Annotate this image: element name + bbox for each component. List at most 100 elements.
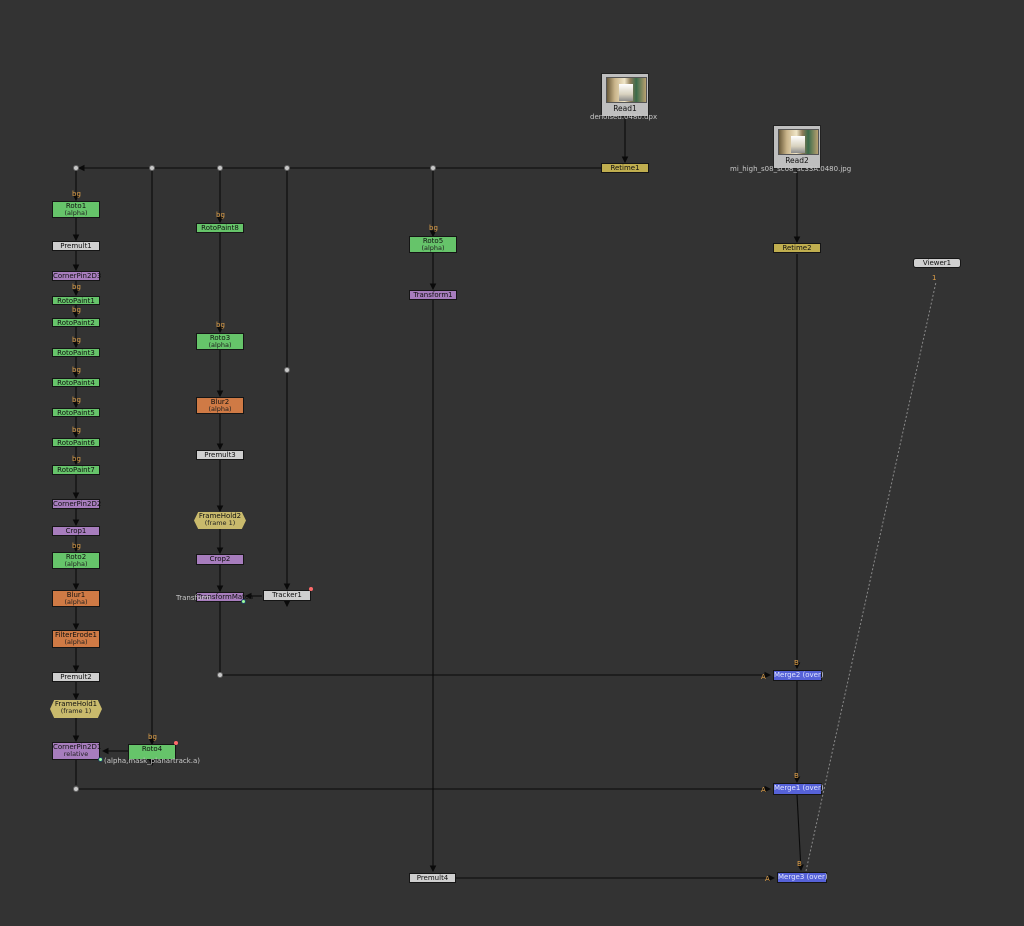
read2-file-label: mi_high_s08_sc08_sc33A.0480.jpg: [730, 165, 852, 173]
merge1-label: Merge1 (over): [774, 784, 824, 792]
premult3-label: Premult3: [204, 451, 236, 459]
premult3-node[interactable]: Premult3: [196, 450, 244, 460]
cornerpin2d2-label: CornerPin2D2: [53, 500, 102, 508]
merge1-node[interactable]: Merge1 (over): [773, 783, 824, 795]
cornerpin2d2-node[interactable]: CornerPin2D2: [52, 499, 102, 509]
premult1-node[interactable]: Premult1: [52, 241, 100, 251]
dot-node[interactable]: [217, 165, 223, 171]
dot-node[interactable]: [284, 367, 290, 373]
crop1-label: Crop1: [65, 527, 87, 535]
roto1-sublabel: (alpha): [64, 209, 88, 217]
dot-node[interactable]: [73, 165, 79, 171]
roto2-label: Roto2: [65, 553, 87, 561]
premult4-node[interactable]: Premult4: [409, 873, 456, 883]
rotopaint5-node[interactable]: RotoPaint5: [52, 408, 100, 417]
tracker1-label: Tracker1: [272, 591, 302, 599]
bg-input-label: bg: [72, 455, 81, 463]
rotopaint4-label: RotoPaint4: [57, 379, 95, 387]
transform1-label: Transform1: [413, 291, 453, 299]
bg-input-label: bg: [216, 211, 225, 219]
rotopaint7-label: RotoPaint7: [57, 466, 95, 474]
rotopaint2-node[interactable]: RotoPaint2: [52, 318, 100, 327]
filtererode1-sublabel: (alpha): [64, 638, 88, 646]
viewer1-input-label: 1: [932, 274, 937, 282]
dot-node[interactable]: [149, 165, 155, 171]
merge3-label: Merge3 (over): [778, 873, 828, 881]
dot-node[interactable]: [284, 165, 290, 171]
framehold2-node[interactable]: FrameHold2(frame 1): [194, 512, 246, 529]
retime1-label: Retime1: [610, 164, 640, 172]
bg-input-label: bg: [72, 426, 81, 434]
bg-input-label: bg: [72, 306, 81, 314]
framehold1-label: FrameHold1: [54, 700, 98, 708]
blur2-label: Blur2: [210, 398, 230, 406]
premult4-label: Premult4: [416, 874, 449, 882]
rotopaint5-label: RotoPaint5: [57, 409, 95, 417]
roto3-label: Roto3: [209, 334, 231, 342]
dot-node[interactable]: [430, 165, 436, 171]
blur1-label: Blur1: [66, 591, 86, 599]
bg-input-label: bg: [72, 190, 81, 198]
read1-file-label: denoised.0480.dpx: [590, 113, 658, 121]
merge2-node[interactable]: Merge2 (over): [773, 670, 824, 681]
premult2-node[interactable]: Premult2: [52, 672, 100, 682]
read2-node[interactable]: Read2: [773, 125, 821, 169]
roto5-sublabel: (alpha): [421, 244, 445, 252]
crop1-node[interactable]: Crop1: [52, 526, 100, 536]
cornerpin2d3-label: CornerPin2D3: [53, 272, 102, 280]
rotopaint1-label: RotoPaint1: [57, 297, 95, 305]
rotopaint2-label: RotoPaint2: [57, 319, 95, 327]
roto2-node[interactable]: Roto2(alpha): [52, 552, 100, 569]
merge1-input-a-label: A: [761, 786, 766, 794]
blur1-node[interactable]: Blur1(alpha): [52, 590, 100, 607]
blur1-sublabel: (alpha): [64, 598, 88, 606]
tracker1-indicator: [309, 587, 313, 591]
bg-input-label: bg: [216, 321, 225, 329]
mask-input-pin[interactable]: [98, 757, 103, 762]
rotopaint1-node[interactable]: RotoPaint1: [52, 296, 100, 305]
rotopaint6-node[interactable]: RotoPaint6: [52, 438, 100, 447]
bg-input-label: bg: [72, 283, 81, 291]
framehold1-sublabel: (frame 1): [60, 707, 92, 715]
transform1-node[interactable]: Transform1: [409, 290, 457, 300]
premult2-label: Premult2: [60, 673, 92, 681]
dot-node[interactable]: [73, 786, 79, 792]
transformmatch-node[interactable]: TransformMatch: [196, 592, 253, 602]
blur2-node[interactable]: Blur2(alpha): [196, 397, 244, 414]
dot-node[interactable]: [217, 672, 223, 678]
retime1-node[interactable]: Retime1: [601, 163, 649, 173]
roto5-node[interactable]: Roto5(alpha): [409, 236, 457, 253]
viewer1-node[interactable]: Viewer1: [913, 258, 961, 268]
roto4-node[interactable]: Roto4: [128, 744, 176, 760]
crop2-node[interactable]: Crop2: [196, 554, 244, 565]
cornerpin2d3-node[interactable]: CornerPin2D3: [52, 271, 102, 281]
rotopaint8-label: RotoPaint8: [201, 224, 239, 232]
roto3-node[interactable]: Roto3(alpha): [196, 333, 244, 350]
viewer1-label: Viewer1: [922, 259, 952, 267]
read1-node[interactable]: Read1: [601, 73, 649, 117]
roto4-sublabel: (alpha,mask_planartrack.a): [104, 757, 201, 765]
crop2-label: Crop2: [209, 555, 231, 563]
tracker1-node[interactable]: Tracker1: [263, 590, 311, 601]
rotopaint3-node[interactable]: RotoPaint3: [52, 348, 100, 357]
transformmatch-prefix-label: Transform: [176, 594, 211, 602]
premult1-label: Premult1: [60, 242, 92, 250]
roto4-label: Roto4: [141, 745, 163, 753]
retime2-node[interactable]: Retime2: [773, 243, 821, 253]
rotopaint8-node[interactable]: RotoPaint8: [196, 223, 244, 233]
rotopaint7-node[interactable]: RotoPaint7: [52, 465, 100, 475]
bg-input-label: bg: [148, 733, 157, 741]
mask-input-pin[interactable]: [241, 599, 246, 604]
roto1-node[interactable]: Roto1(alpha): [52, 201, 100, 218]
filtererode1-node[interactable]: FilterErode1(alpha): [52, 630, 100, 648]
roto2-sublabel: (alpha): [64, 560, 88, 568]
read1-label: Read1: [613, 104, 637, 113]
filtererode1-label: FilterErode1: [55, 631, 97, 639]
framehold1-node[interactable]: FrameHold1(frame 1): [50, 700, 102, 718]
merge3-node[interactable]: Merge3 (over): [777, 872, 828, 883]
rotopaint4-node[interactable]: RotoPaint4: [52, 378, 100, 387]
framehold2-sublabel: (frame 1): [204, 519, 236, 527]
